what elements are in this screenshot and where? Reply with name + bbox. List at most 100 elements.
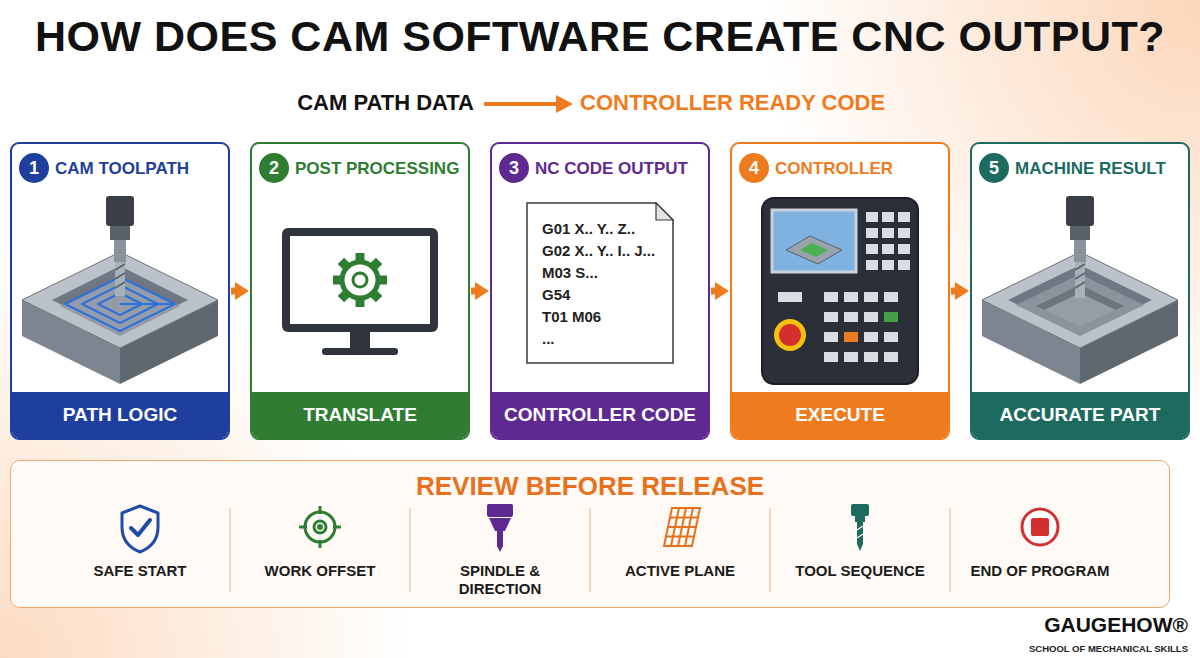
panel-footer-band: ACCURATE PART [972, 392, 1188, 438]
check-item: SAFE START [93, 562, 186, 580]
tool-icon [857, 534, 863, 538]
cnc-controller [884, 312, 898, 322]
workpiece-toolpath [65, 277, 175, 331]
gear-icon [370, 290, 383, 303]
gear-icon [342, 262, 378, 298]
end-mill [106, 196, 134, 296]
end-mill [1074, 240, 1086, 262]
gear-icon [356, 253, 365, 262]
shield-check-icon [122, 506, 158, 552]
end-mill [114, 240, 126, 262]
check-item-wrap: WORK OFFSET [245, 562, 395, 580]
process-panel: 1CAM TOOLPATH PATH LOGIC [10, 142, 230, 440]
cnc-controller [884, 332, 898, 342]
cnc-controller [882, 260, 894, 270]
workpiece-toolpath [65, 277, 175, 331]
panel-heading: MACHINE RESULT [1015, 159, 1166, 179]
code-document: G01 X.. Y.. Z..G02 X.. Y.. I.. J...M03 S… [526, 202, 674, 364]
panel-footer: TRANSLATE [303, 404, 417, 426]
cnc-controller [882, 228, 894, 238]
check-item: ACTIVE PLANE [625, 562, 735, 580]
cnc-controller [778, 292, 802, 302]
subtitle-source-wrap: CAM PATH DATA [297, 90, 474, 116]
review-panel: REVIEW BEFORE RELEASE [10, 460, 1170, 608]
code-line: G01 X.. Y.. Z.. [542, 218, 660, 240]
step-number: 1 [19, 153, 49, 183]
target-icon [305, 512, 335, 542]
cnc-controller [772, 210, 856, 272]
cnc-controller [866, 212, 878, 222]
flow-arrow [471, 288, 481, 295]
panel-footer-band: PATH LOGIC [12, 392, 228, 438]
computer-monitor [282, 228, 438, 355]
cnc-controller [762, 198, 918, 384]
cnc-controller [800, 243, 828, 257]
step-number-text: 5 [989, 158, 999, 179]
cnc-controller [824, 332, 838, 342]
end-mill [115, 264, 125, 270]
tool-icon [857, 526, 863, 530]
cnc-controller [786, 236, 842, 264]
gear-icon [333, 253, 387, 307]
cnc-controller [898, 244, 910, 254]
panel-footer: CONTROLLER CODE [504, 404, 696, 426]
column-divider [769, 508, 771, 592]
subtitle-arrow [556, 95, 573, 113]
gear-icon [333, 276, 342, 285]
check-item: WORK OFFSET [265, 562, 376, 580]
shield-check-icon [131, 520, 150, 535]
process-panel: 3G01 X.. Y.. Z..G02 X.. Y.. I.. J...M03 … [490, 142, 710, 440]
tool-icon [857, 544, 863, 551]
machined-part [1044, 293, 1116, 327]
cnc-controller [866, 244, 878, 254]
column-divider [229, 508, 231, 592]
panel-heading-wrap: CAM TOOLPATH [55, 150, 223, 188]
panel-heading: CONTROLLER [775, 159, 893, 179]
process-panel: 4 CONTROLLER EXECUTE [730, 142, 950, 440]
cnc-controller [824, 292, 838, 302]
subtitle-target: CONTROLLER READY CODE [580, 90, 885, 116]
step-number-text: 4 [749, 158, 759, 179]
end-mill [1075, 273, 1085, 279]
cnc-controller [882, 244, 894, 254]
step-number: 4 [739, 153, 769, 183]
spindle-icon [487, 504, 513, 552]
step-number: 2 [259, 153, 289, 183]
cnc-controller [884, 292, 898, 302]
cnc-controller [898, 260, 910, 270]
spindle-icon [487, 504, 513, 517]
end-mill [1075, 264, 1085, 270]
plane-grid-icon [668, 526, 696, 528]
tool-icon [851, 504, 869, 551]
spindle-icon [497, 546, 503, 552]
subtitle-arrow [484, 95, 573, 113]
workpiece-toolpath [22, 252, 218, 348]
cnc-controller [762, 198, 918, 384]
cnc-controller [779, 324, 801, 346]
plane-grid-icon [666, 536, 694, 538]
code-line: M03 S... [542, 262, 660, 284]
code-line: T01 M06 [542, 306, 660, 328]
end-mill [1075, 282, 1085, 288]
panel-fill [970, 142, 1190, 440]
machined-part [1008, 265, 1152, 335]
tool-icon [857, 522, 863, 544]
process-panel: 5 MACHINE RESULT ACCURATE PART [970, 142, 1190, 440]
step-number: 3 [499, 153, 529, 183]
check-item-wrap: SAFE START [65, 562, 215, 580]
end-mill [115, 264, 125, 288]
brand-logo-wrap: GAUGEHOW® [1044, 612, 1188, 637]
panel-fill [10, 142, 230, 440]
computer-monitor [322, 348, 398, 355]
panel-footer: EXECUTE [795, 404, 885, 426]
cnc-controller [844, 292, 858, 302]
panel-fill [730, 142, 950, 440]
end-mill [115, 282, 125, 288]
cnc-controller [864, 352, 878, 362]
target-icon [333, 526, 341, 529]
cnc-controller [844, 332, 858, 342]
check-item-wrap: ACTIVE PLANE [605, 562, 755, 580]
shield-check-icon [122, 506, 158, 552]
cnc-controller [882, 212, 894, 222]
